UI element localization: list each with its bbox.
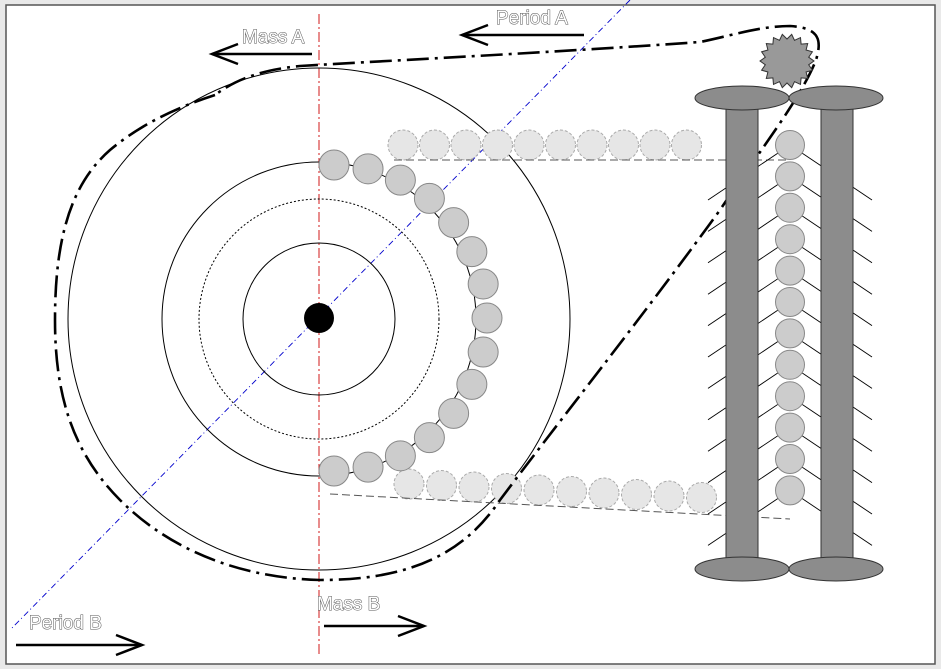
bead-stack [775, 130, 805, 506]
ghost-bead [450, 129, 482, 161]
ghost-bead [608, 129, 639, 161]
arc-bead [413, 422, 445, 454]
ghost-bead [393, 468, 425, 500]
arc-bead [318, 149, 350, 181]
ghost-bead [491, 473, 522, 504]
ghost-bead [576, 129, 608, 161]
arrow-left-icon [208, 42, 312, 66]
arc-bead [413, 182, 445, 214]
ghost-bead [523, 474, 555, 506]
label-period-b: Period B [29, 613, 102, 634]
arrow-right-icon [16, 633, 146, 657]
arc-bead [352, 153, 384, 185]
ghost-bead [458, 471, 490, 503]
label-mass-a: Mass A [242, 27, 305, 48]
bead-arc [318, 149, 503, 487]
inner-circle [242, 242, 396, 396]
stack-bead [775, 475, 805, 506]
arc-bead [352, 451, 384, 483]
arc-bead [438, 207, 470, 239]
stack-bead [775, 255, 805, 286]
ghost-bead [671, 129, 702, 161]
stack-bead [775, 192, 805, 223]
ghost-bead-row-bottom [393, 468, 717, 513]
ghost-bead [653, 480, 685, 512]
ghost-bead [482, 129, 513, 161]
outer-circle [67, 67, 571, 571]
gear-icon [759, 33, 815, 89]
stack-bead [775, 318, 805, 349]
belt-path [53, 24, 820, 582]
stack-bead [775, 412, 805, 443]
stack-bead [775, 224, 805, 255]
ghost-bead [545, 129, 576, 161]
dotted-circle [198, 198, 440, 440]
ghost-bead [419, 129, 450, 161]
stack-bead [775, 130, 805, 160]
ghost-bead [387, 129, 419, 161]
ghost-bead [513, 129, 545, 161]
arrow-right-icon [324, 614, 428, 638]
stack-bead [775, 381, 805, 412]
label-period-a: Period A [496, 8, 568, 29]
arc-bead [467, 268, 499, 300]
ghost-bead-row-top [387, 129, 702, 161]
arc-bead [384, 440, 416, 472]
guide-line-bottom [329, 493, 791, 520]
ghost-bead [639, 129, 671, 161]
arc-bead [318, 455, 350, 487]
arrow-left-icon [458, 23, 584, 47]
arc-bead [456, 368, 488, 400]
arc-bead [438, 397, 470, 429]
arc-bead [456, 236, 488, 268]
ghost-bead [426, 470, 457, 501]
arc-bead [467, 336, 499, 368]
arc-bead [471, 302, 503, 334]
stack-bead [775, 161, 805, 192]
stack-bead [775, 287, 805, 317]
left-post [694, 85, 790, 582]
right-post [788, 85, 884, 582]
ghost-bead [556, 476, 587, 507]
label-mass-b: Mass B [317, 594, 380, 615]
ghost-bead [588, 477, 620, 509]
diagonal-axis [9, 0, 631, 631]
pivot-dot [304, 303, 334, 333]
arc-bead [384, 164, 416, 196]
stack-bead [775, 349, 805, 380]
ghost-bead [621, 479, 652, 510]
ghost-bead [686, 482, 717, 513]
stack-bead [775, 444, 805, 474]
